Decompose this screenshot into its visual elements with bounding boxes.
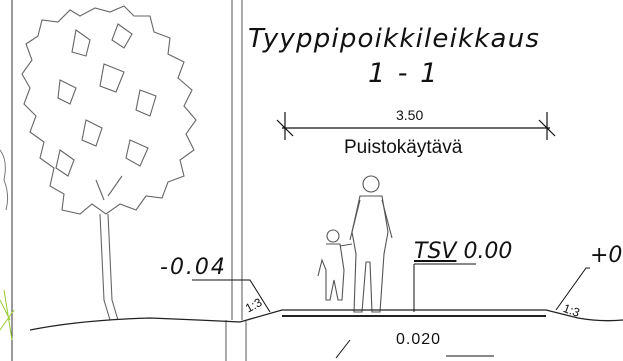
ground-profile (29, 309, 623, 331)
elevation-right: +0 (590, 243, 623, 268)
path-name-label: Puistokäytävä (344, 137, 463, 158)
cross-fall-value: 0.020 (396, 331, 442, 348)
section-label: 1 - 1 (368, 58, 440, 89)
partial-tree-left (0, 289, 15, 341)
tree-illustration (21, 5, 197, 321)
width-dimension-value: 3.50 (396, 107, 424, 123)
leader-lines (192, 263, 590, 359)
drawing-title: Tyyppipoikkileikkaus (248, 24, 541, 54)
elevation-center-prefix: TSV (414, 239, 457, 264)
elevation-left: -0.04 (160, 255, 227, 280)
pedestrians-illustration (317, 175, 393, 313)
elevation-center: TSV 0.00 (414, 239, 512, 264)
elevation-center-value: 0.00 (456, 239, 513, 264)
dimension-line (276, 112, 556, 140)
